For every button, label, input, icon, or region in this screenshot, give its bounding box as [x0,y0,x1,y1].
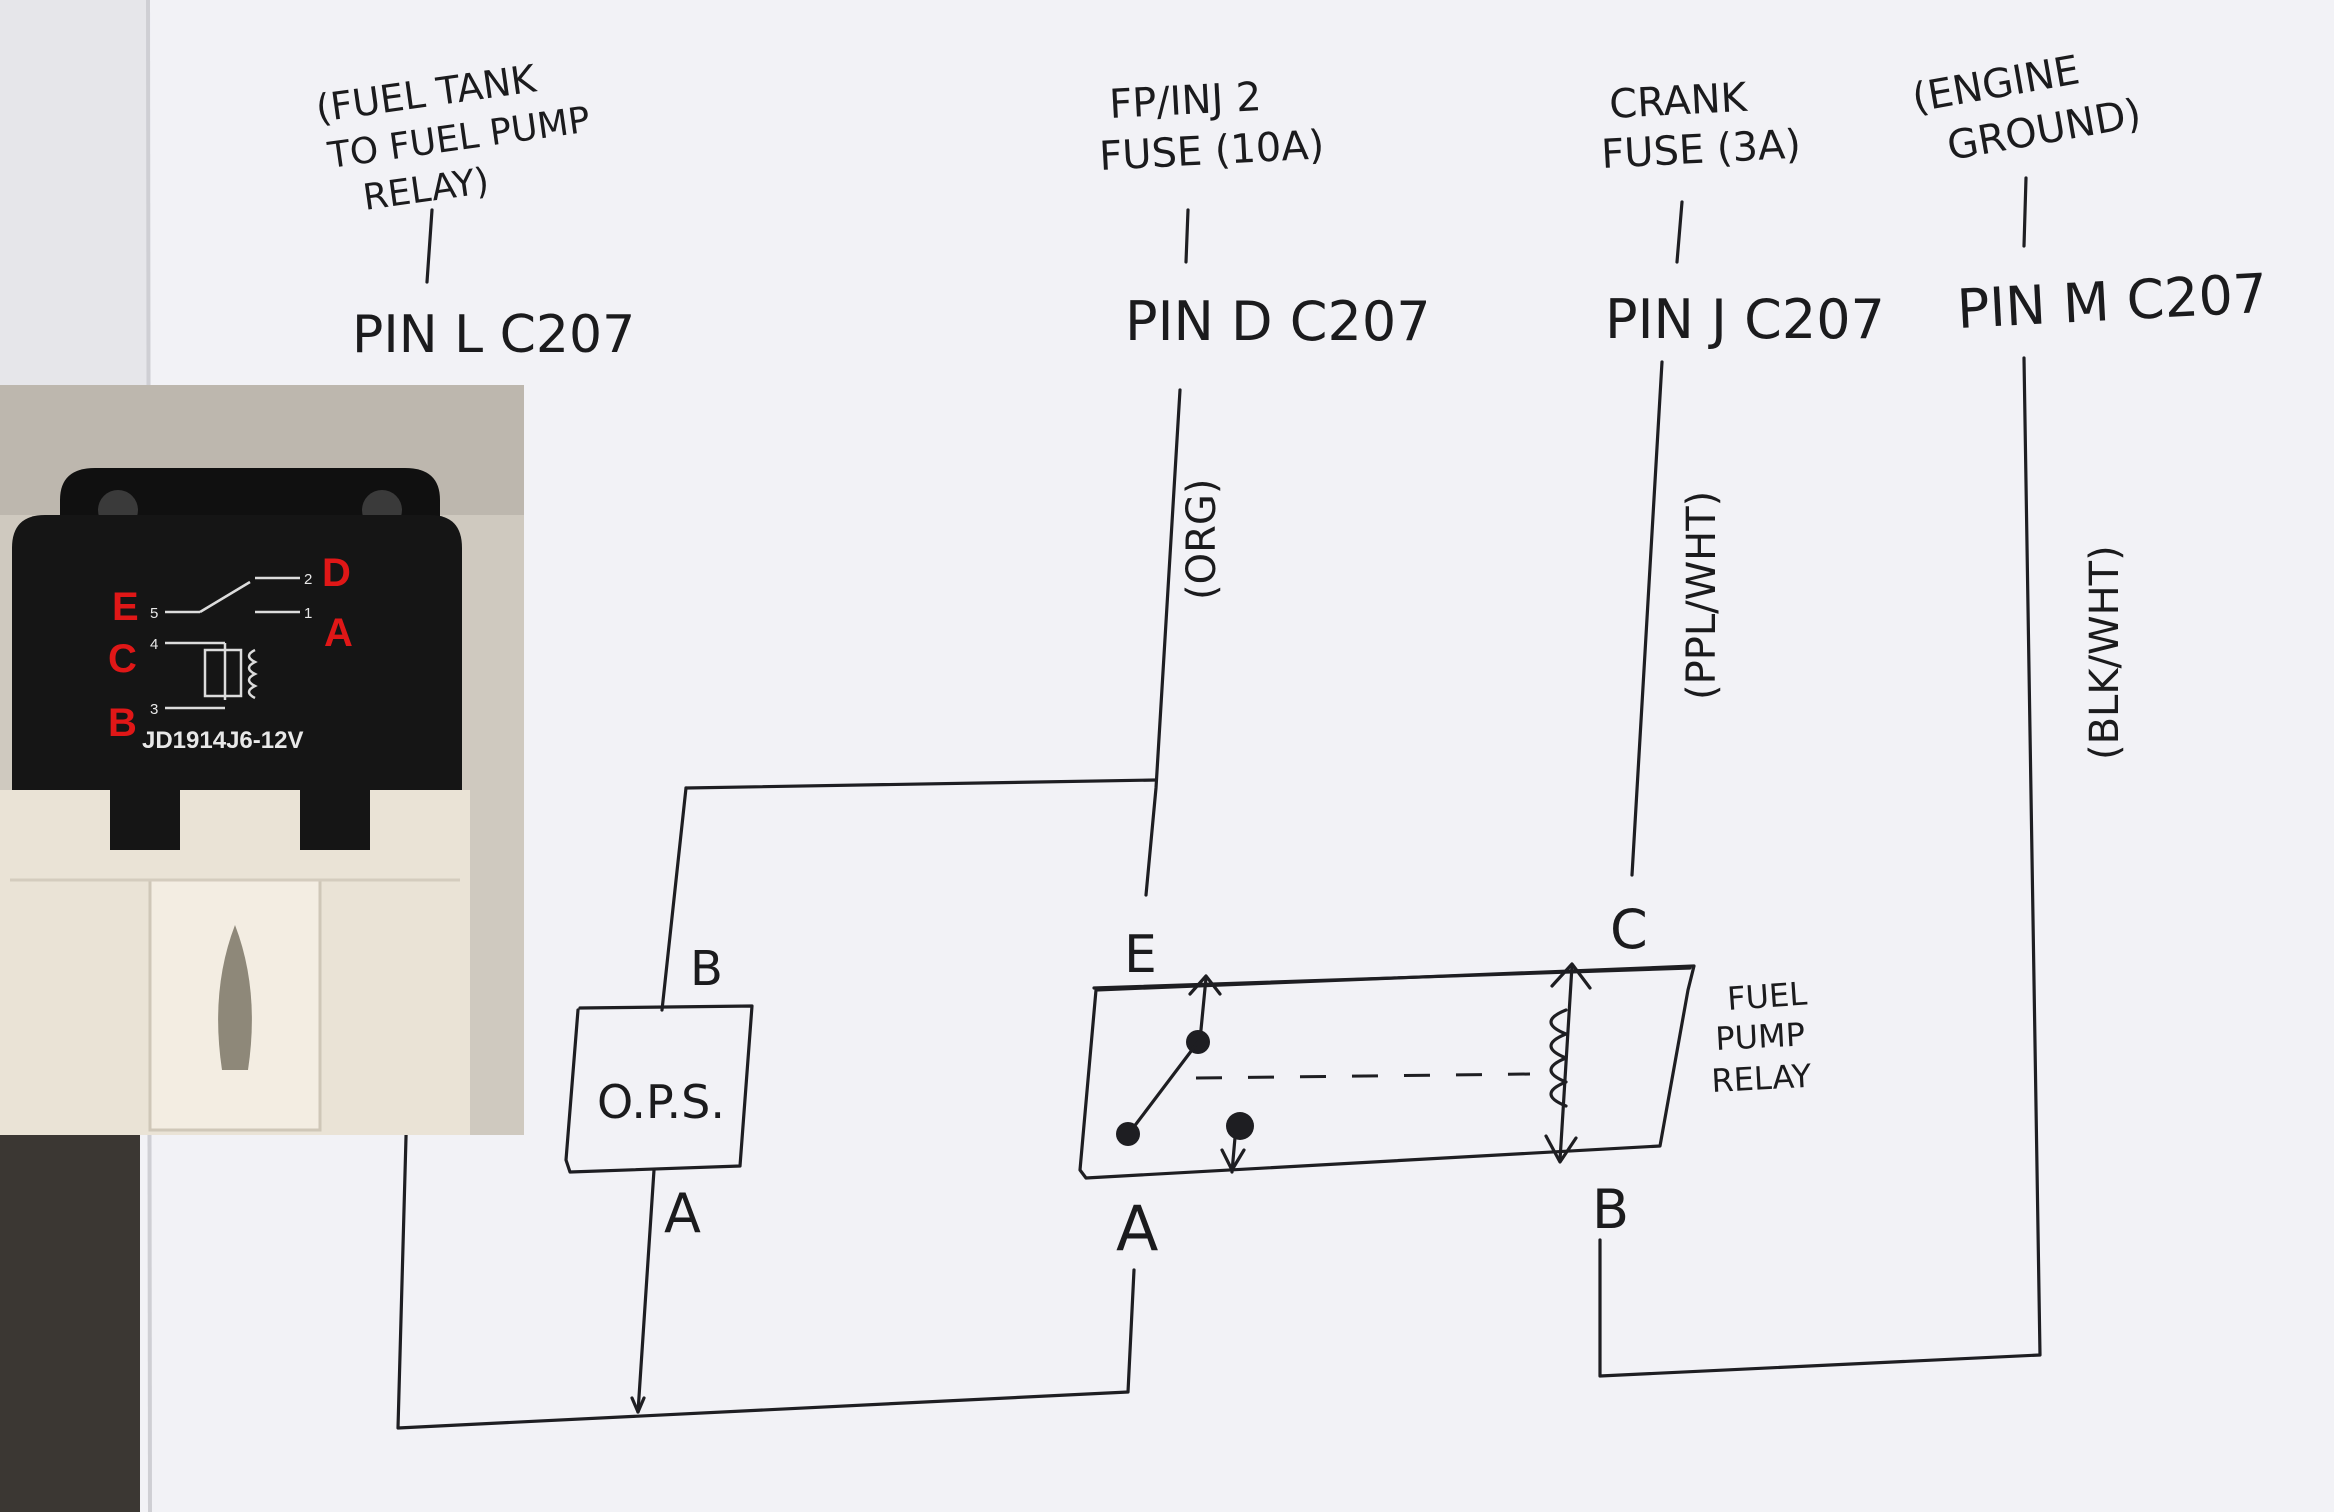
relay-linkage [1195,1072,1531,1080]
relay-box [1078,964,1696,1180]
source-crank: CRANK FUSE (3A) PIN J C207 [1600,75,1885,351]
coil-line [1558,964,1574,1162]
contact-e-arrow [1188,974,1222,996]
relay-label-line3: RELAY [1710,1057,1812,1100]
relay-terminal-a: A [1116,1192,1158,1265]
crank-pin-label: PIN J C207 [1605,288,1885,351]
relay-body [12,515,462,790]
relay-photo: 5 4 3 2 1 JD1914J6-12V E C B D A [0,385,524,1135]
contact-a-arrow [1220,1148,1246,1172]
relay-printed-pin-5: 5 [150,605,158,622]
relay-coil-icon [1544,962,1592,1164]
coil-top-arrow [1550,962,1592,990]
fp-inj2-pin-label: PIN D C207 [1125,290,1431,353]
relay-terminal-c: C [1610,898,1648,961]
relay-clip-right [300,760,370,850]
paper-sheet [140,0,2334,1512]
fuel-tank-pin-label: PIN L C207 [352,305,635,365]
switch-blade [1128,1040,1200,1134]
relay-label-line1: FUEL [1726,974,1809,1017]
relay-printed-pin-2: 2 [304,571,312,588]
relay-box-top [1092,966,1692,990]
relay-terminal-e: E [1124,925,1157,985]
crank-leader [1675,200,1684,264]
ops-b-wire [660,786,688,1012]
relay-latch-slot [218,925,252,1070]
contact-a-dot [1226,1112,1254,1140]
org-wire [1144,388,1182,897]
fp-inj2-leader [1184,208,1190,264]
relay-clip-left [110,760,180,850]
relay-photo-pin-e: E [112,585,139,629]
ops-a-arrow [630,1396,646,1414]
ops-label: O.P.S. [597,1075,725,1129]
contact-pivot-dot [1116,1122,1140,1146]
relay-terminal-b: B [1592,1178,1629,1241]
contact-a-lead [1230,1124,1238,1174]
relay-label-line2: PUMP [1714,1015,1805,1058]
fuel-tank-leader [425,208,434,284]
ops-a-wire [636,1168,656,1414]
relay-printed-schematic [165,576,300,710]
org-branch-to-ops [684,778,1158,790]
ops-terminal-a: A [664,1182,701,1245]
crank-annotation-line1: CRANK [1608,75,1750,128]
ppl-wht-wire-color-label: (PPL/WHT) [1679,491,1725,700]
relay-photo-pin-d: D [322,551,351,595]
coil-bottom-arrow [1544,1134,1578,1164]
relay-photo-pin-c: C [108,637,137,681]
relay-photo-pin-a: A [324,611,353,655]
relay-part-number: JD1914J6-12V [142,727,303,754]
ops-box [564,1004,754,1174]
relay-photo-pin-b: B [108,701,137,745]
relay-contact-icon [1116,974,1254,1174]
ops-terminal-b: B [690,941,723,997]
relay-latch [148,878,322,1132]
crank-annotation-line2: FUSE (3A) [1600,122,1802,178]
ppl-wht-wire [1630,360,1664,877]
relay-printed-pin-1: 1 [304,605,312,622]
blk-wht-wire [1598,356,2042,1378]
paper-left-flap [0,0,150,390]
org-wire-color-label: (ORG) [1179,479,1225,600]
blk-wht-wire-color-label: (BLK/WHT) [2082,545,2128,760]
fuel-pump-relay: E C A B FUEL PUMP RELAY [1078,898,1813,1265]
contact-e-lead [1198,976,1208,1042]
relay-printed-pin-4: 4 [150,636,158,653]
coil-windings [1549,1008,1568,1108]
engine-ground-leader [2022,176,2028,248]
oil-pressure-switch: O.P.S. B A [564,941,754,1245]
relay-printed-pin-3: 3 [150,701,158,718]
fp-inj2-annotation-line1: FP/INJ 2 [1108,74,1262,128]
